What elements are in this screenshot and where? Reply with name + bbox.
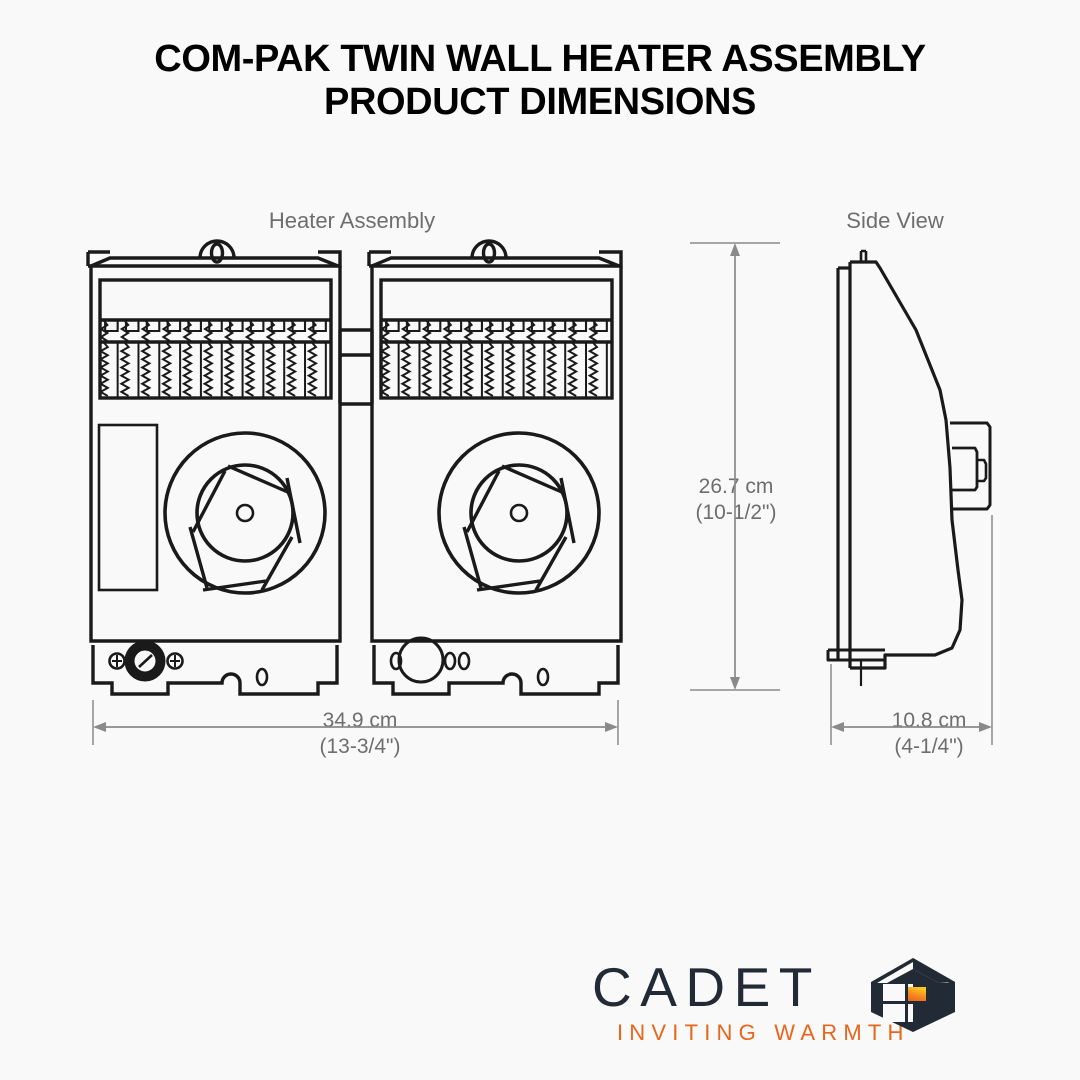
cadet-logo: CADET INVITING WARMTH: [592, 958, 962, 1050]
logo-brand-text: CADET: [592, 956, 821, 1018]
side-body-profile: [850, 260, 964, 670]
side-thermostat-box: [950, 421, 992, 511]
side-bottom-foot: [826, 650, 885, 662]
heater-assembly-caption: Heater Assembly: [268, 208, 436, 233]
hanger-bracket-right: [470, 239, 508, 259]
height-dimension-imperial: (10-1/2"): [695, 501, 777, 525]
side-view-drawing: [826, 249, 992, 686]
knockout-hole-right: [397, 636, 445, 684]
page-title: COM-PAK TWIN WALL HEATER ASSEMBLY PRODUC…: [0, 38, 1080, 123]
side-wire-stub: [859, 249, 868, 262]
vent-hole-left: [255, 667, 269, 687]
dimension-lines: [92, 242, 993, 745]
element-housing-left: [98, 278, 333, 400]
small-hole-right-3: [457, 651, 471, 671]
height-dimension-line: [690, 242, 780, 691]
hanger-hole-left: [209, 242, 225, 264]
heating-element-coils-right: [379, 320, 608, 397]
depth-dimension-line: [830, 515, 993, 745]
screw-left-1: [108, 652, 126, 670]
body-outline-left: [89, 266, 342, 643]
screw-left-2: [166, 652, 184, 670]
unit-connector-bracket: [338, 328, 374, 406]
heating-element-coils-left: [98, 320, 327, 397]
title-line-2: PRODUCT DIMENSIONS: [324, 80, 756, 123]
width-dimension-line: [92, 700, 619, 745]
depth-dimension-imperial: (4-1/4"): [894, 735, 964, 759]
body-outline-right: [370, 266, 623, 643]
heater-unit-left: [86, 239, 342, 696]
hanger-bracket-left: [198, 239, 236, 259]
mounting-skirt-right: [372, 645, 620, 696]
mounting-skirt-left: [91, 645, 339, 696]
control-panel-left: [97, 423, 159, 592]
height-dimension-label: 26.7 cm (10-1/2"): [666, 474, 806, 527]
element-housing-right: [379, 278, 614, 400]
small-hole-right-2: [443, 651, 457, 671]
house-icon: [871, 958, 955, 1032]
heater-unit-right: [367, 239, 623, 696]
blower-fan-right: [437, 431, 601, 595]
title-line-1: COM-PAK TWIN WALL HEATER ASSEMBLY: [154, 38, 926, 80]
thermostat-dial-left: [124, 640, 166, 682]
logo-tagline-text: INVITING WARMTH: [617, 1020, 910, 1045]
small-hole-right-1: [389, 651, 403, 671]
height-dimension-metric: 26.7 cm: [698, 475, 774, 498]
hanger-hole-right: [481, 242, 497, 264]
vent-hole-right: [536, 667, 550, 687]
width-dimension-imperial: (13-3/4"): [319, 735, 401, 759]
side-view-caption: Side View: [846, 208, 944, 233]
side-thermostat-knob: [977, 458, 988, 483]
blower-fan-left: [163, 431, 327, 595]
side-thermostat-inner: [952, 446, 979, 492]
